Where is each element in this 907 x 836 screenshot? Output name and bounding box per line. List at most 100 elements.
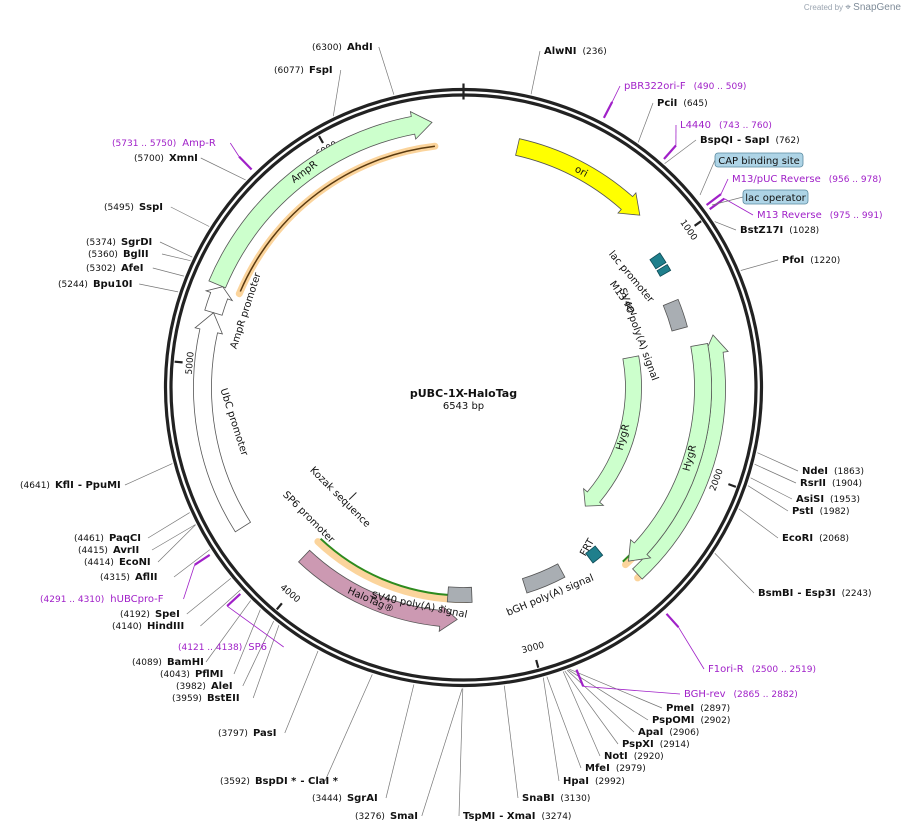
leader-AhdI <box>378 46 395 95</box>
ruler-tick-5000 <box>174 360 183 364</box>
enzyme-pos: (645) <box>683 99 707 109</box>
enzyme-name: PaqCI <box>109 533 141 544</box>
leader-ApaI <box>566 669 635 733</box>
credit-brand: SnapGene <box>853 2 901 13</box>
ruler-tick-1000 <box>693 220 702 227</box>
enzyme-paqci: (4461)PaqCI <box>74 533 141 544</box>
feature-lac-promoter <box>649 252 667 270</box>
enzyme-name: HindIII <box>147 621 184 632</box>
enzyme-name: BspQI <box>700 135 733 146</box>
boxed-cap-binding-site <box>714 152 804 168</box>
leader-XmnI <box>200 157 246 181</box>
leader-KflI <box>124 463 173 486</box>
ruler-tick-2000 <box>728 483 737 488</box>
enzyme-name: SgrAI <box>347 793 378 804</box>
enzyme-pasi: (3797)PasI <box>218 728 276 739</box>
enzyme-name: PciI <box>657 98 677 109</box>
leader-HindIII <box>200 589 241 627</box>
leader-PaqCI <box>147 512 190 539</box>
enzyme-bsmbi: BsmBI- Esp3I(2243) <box>758 588 872 599</box>
leader-Bpu10I <box>139 283 179 293</box>
enzyme-name: AfeI <box>121 263 144 274</box>
feature-frt <box>585 545 604 564</box>
enzyme-name: AleI <box>211 681 233 692</box>
leader-AflII <box>173 549 211 578</box>
primer-range: (956 .. 978) <box>829 175 882 185</box>
leader-BamHI <box>205 600 251 663</box>
leader-NotI <box>562 671 601 757</box>
enzyme-pos: (6300) <box>312 43 342 53</box>
primer-name: pBR322ori-F <box>624 81 686 92</box>
boxed-lac-operator-text: lac operator <box>745 193 806 204</box>
feature-ori <box>515 138 641 216</box>
enzyme-name: SspI <box>139 202 163 213</box>
enzyme-afei: (5302)AfeI <box>86 263 144 274</box>
enzyme-name: PspXI <box>622 739 654 750</box>
enzyme-rsrii: RsrII(1904) <box>800 478 862 489</box>
enzyme-pos: (4089) <box>132 658 162 668</box>
leader-PciI <box>637 102 654 143</box>
enzyme-name: SgrDI <box>121 237 152 248</box>
enzyme-pos: (1028) <box>789 226 819 236</box>
enzyme-pos: (5495) <box>104 203 134 213</box>
leader-BsmBI <box>714 552 755 594</box>
enzyme-pos: (4043) <box>160 670 190 680</box>
feature-ampr <box>208 110 433 289</box>
enzyme-name: NotI <box>604 751 628 762</box>
enzyme-pos: (1220) <box>810 256 840 266</box>
primer-hubcprof: (4291 .. 4310)hUBCpro-F <box>40 594 164 605</box>
enzyme-bspdi: (3592)BspDI *- ClaI * <box>220 776 339 787</box>
enzyme-bstz17i: BstZ17I (1028) <box>740 225 819 236</box>
enzyme-ahdi: (6300)AhdI <box>312 42 373 53</box>
enzyme-name2: - SapI <box>737 135 769 146</box>
primer-name: BGH-rev <box>684 689 726 700</box>
enzyme-bglii: (5360)BglII <box>88 249 149 260</box>
label-ori: ori <box>573 164 590 180</box>
enzyme-pos: (3444) <box>312 794 342 804</box>
primer-name: SP6 <box>248 642 267 653</box>
ampr-dark-line <box>239 145 435 292</box>
enzyme-name: ApaI <box>638 727 663 738</box>
feature-hygr-outer <box>628 343 712 562</box>
enzyme-bspqi: BspQI- SapI(762) <box>700 135 800 146</box>
leader-PflMI <box>233 609 261 675</box>
enzyme-ndei: NdeI(1863) <box>802 466 864 477</box>
primer-leader-5 <box>583 686 681 695</box>
enzyme-kfli: (4641)KflI- PpuMI <box>20 480 121 491</box>
leader-FspI <box>332 69 342 117</box>
enzyme-econi: (4414)EcoNI <box>84 557 151 568</box>
enzyme-name2: - Esp3I <box>797 588 835 599</box>
enzyme-hindiii: (4140)HindIII <box>112 621 184 632</box>
ruler-label-5000: 5000 <box>185 351 197 375</box>
primer-tick-0 <box>602 101 614 119</box>
enzyme-name: AvrII <box>113 545 139 556</box>
enzyme-name: BsmBI <box>758 588 793 599</box>
enzyme-name: BstZ17I <box>740 225 783 236</box>
primer-tick-1 <box>663 144 677 160</box>
primer-m13pucreverse: M13/pUC Reverse(956 .. 978) <box>732 174 882 185</box>
leader-AfeI <box>152 267 184 277</box>
primer-tick-2 <box>705 193 722 206</box>
enzyme-spei: (4192)SpeI <box>120 609 180 620</box>
primer-leader-8 <box>229 142 240 157</box>
enzyme-alei: (3982)AleI <box>176 681 233 692</box>
enzyme-smai: (3276)SmaI <box>355 811 418 822</box>
primer-ampr: (5731 .. 5750)Amp-R <box>112 138 216 149</box>
feature-bgh-polya <box>521 563 566 594</box>
ruler-label-1000: 1000 <box>677 218 698 243</box>
enzyme-name2: - XmaI <box>499 811 535 822</box>
enzyme-name: MfeI <box>585 763 610 774</box>
enzyme-pflmi: (4043)PflMI <box>160 669 223 680</box>
primer-leader-2 <box>720 178 729 195</box>
primer-name: hUBCpro-F <box>110 594 163 605</box>
leader-SpeI <box>186 578 232 615</box>
enzyme-pos: (6077) <box>274 66 304 76</box>
primer-range: (743 .. 760) <box>719 121 772 131</box>
ruler-tick-4000 <box>275 602 283 611</box>
enzyme-bamhi: (4089)BamHI <box>132 657 204 668</box>
enzyme-pos: (2906) <box>669 728 699 738</box>
primer-l4440: L4440(743 .. 760) <box>680 120 772 131</box>
enzyme-pos: (1863) <box>834 467 864 477</box>
label-ubc-promoter: UbC promoter <box>217 387 249 458</box>
leader-BspDI <box>324 674 373 782</box>
